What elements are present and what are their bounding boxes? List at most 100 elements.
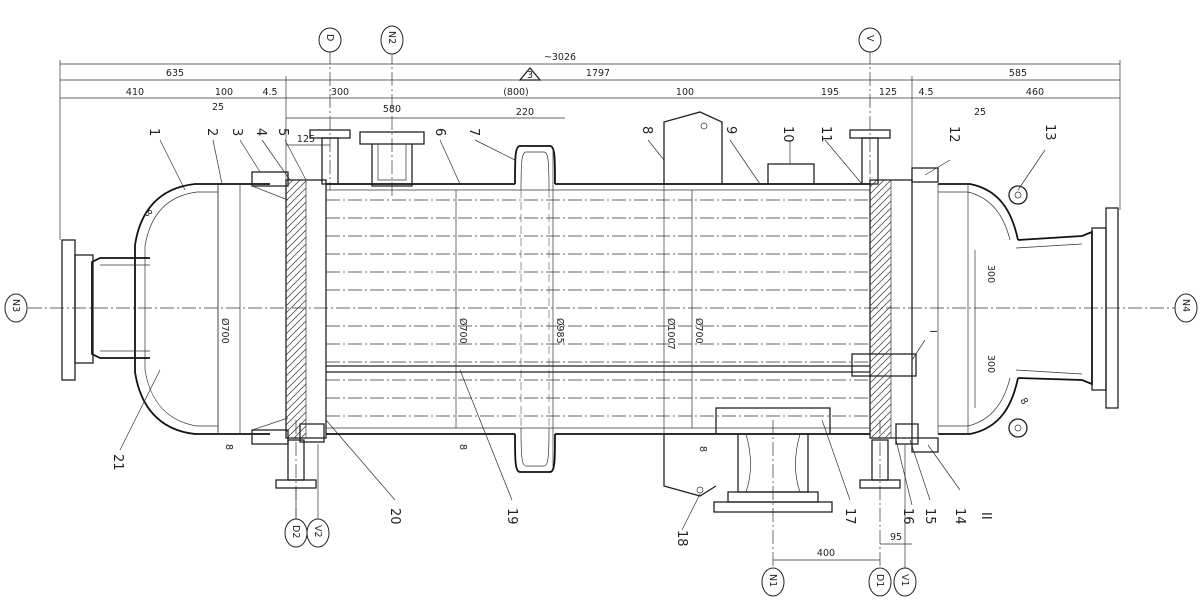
dim-125-right: 125 [879,87,897,98]
left-tubesheet [285,179,327,439]
nozzle-label-v: V [858,27,882,53]
svg-text:N3: N3 [10,299,21,312]
part-18: 18 [674,530,689,547]
part-14: 14 [952,508,967,525]
svg-text:N4: N4 [1180,299,1191,312]
dia-expansion-joint: Ø985 [554,318,565,344]
nozzle-label-n2: N2 [380,25,404,55]
nozzle-label-n3: N3 [4,293,28,323]
dim-400: 400 [817,548,835,559]
nozzle-d-top [309,50,351,190]
thickness-right-head: 8 [1017,396,1030,407]
dia-shell-left: Ø700 [457,318,468,344]
nameplate [767,163,815,185]
part-numbers: 1 2 3 4 5 6 7 8 9 10 11 12 13 14 15 16 1… [110,124,1057,547]
dia-left-head: Ø700 [219,318,230,344]
dim-4-5-left: 4.5 [262,87,277,98]
part-21: 21 [110,454,125,471]
dim-total: ~3026 [544,52,576,63]
nozzle-label-d: D [318,27,342,53]
thickness-bottom-mid: 8 [457,444,468,450]
nozzle-bubbles: D N2 V N3 N4 D2 V2 N1 [4,25,1198,597]
nozzle-n1-bottom [713,407,833,570]
part-1: 1 [146,128,161,136]
dim-100-right: 100 [676,87,694,98]
dim-95: 95 [890,532,902,543]
part-11: 11 [818,126,833,143]
part-4: 4 [253,128,268,136]
dimension-lines [59,60,1121,561]
part-17: 17 [842,508,857,525]
thickness-bottom-left: 8 [223,444,234,450]
part-leaders [119,139,1046,531]
dim-overall-left: 635 [166,68,184,79]
section-mark-i: I [927,330,938,333]
right-tubesheet [851,179,917,439]
thickness-bottom-right: 8 [697,446,708,452]
dim-125-nozzle: 125 [297,134,315,145]
svg-text:D1: D1 [874,574,885,587]
part-3: 3 [229,128,244,136]
svg-text:V2: V2 [312,525,323,538]
nozzle-label-n1: N1 [761,567,785,597]
nozzle-n2-top [359,50,425,196]
svg-text:V: V [864,35,875,42]
svg-text:V1: V1 [899,574,910,587]
revision-mark: 3 [527,70,533,81]
right-channel-head [911,167,1119,453]
tube-bundle [326,199,870,417]
nozzle-v2-d2-bottom [275,420,325,520]
part-5: 5 [275,128,290,136]
dia-shell-right: Ø700 [693,318,704,344]
section-mark-ii: II [978,512,993,520]
svg-text:N1: N1 [767,574,778,587]
part-2: 2 [204,128,219,136]
dim-overall-mid: 1797 [586,68,610,79]
dia-support: Ø1007 [665,318,676,350]
dim-195: 195 [821,87,839,98]
part-8: 8 [639,126,654,134]
part-7: 7 [466,128,481,136]
revision-triangle: 3 [518,66,542,81]
part-13: 13 [1042,124,1057,141]
dim-460: 460 [1026,87,1044,98]
part-16: 16 [900,508,915,525]
part-9: 9 [723,126,738,134]
nozzle-label-n4: N4 [1174,293,1198,323]
dim-800: (800) [503,87,529,98]
dim-300-right-upper: 300 [985,265,996,283]
dimension-texts: ~3026 635 1797 585 410 100 25 4.5 300 58… [126,52,1044,559]
tubesheet-hatch-left [285,179,307,439]
nozzle-label-v1: V1 [893,444,917,597]
tubesheet-hatch-right [869,179,892,439]
nozzle-label-d2: D2 [284,488,308,548]
svg-text:D: D [324,34,335,41]
svg-text:D2: D2 [290,525,301,538]
dim-25-right: 25 [974,107,986,118]
shell [326,145,870,473]
dim-300-right-lower: 300 [985,355,996,373]
dim-580: 580 [383,104,401,115]
dim-25-left: 25 [212,102,224,113]
support-saddle-bottom [663,434,717,497]
nozzle-v-top [849,50,891,190]
nozzle-label-d1: D1 [868,567,892,597]
thickness-left-head: 8 [141,208,154,219]
dim-300-top: 300 [331,87,349,98]
part-10: 10 [780,126,795,143]
dim-100-left: 100 [215,87,233,98]
svg-text:N2: N2 [386,31,397,44]
part-12: 12 [946,126,961,143]
dim-220: 220 [516,107,534,118]
part-20: 20 [387,508,402,525]
nozzle-v1-d1-bottom [859,420,919,570]
part-6: 6 [432,128,447,136]
dim-410: 410 [126,87,144,98]
nozzle-label-v2: V2 [306,444,330,548]
support-saddle-top [663,111,723,184]
dim-4-5-right: 4.5 [918,87,933,98]
part-15: 15 [922,508,937,525]
dim-overall-right: 585 [1009,68,1027,79]
part-19: 19 [504,508,519,525]
